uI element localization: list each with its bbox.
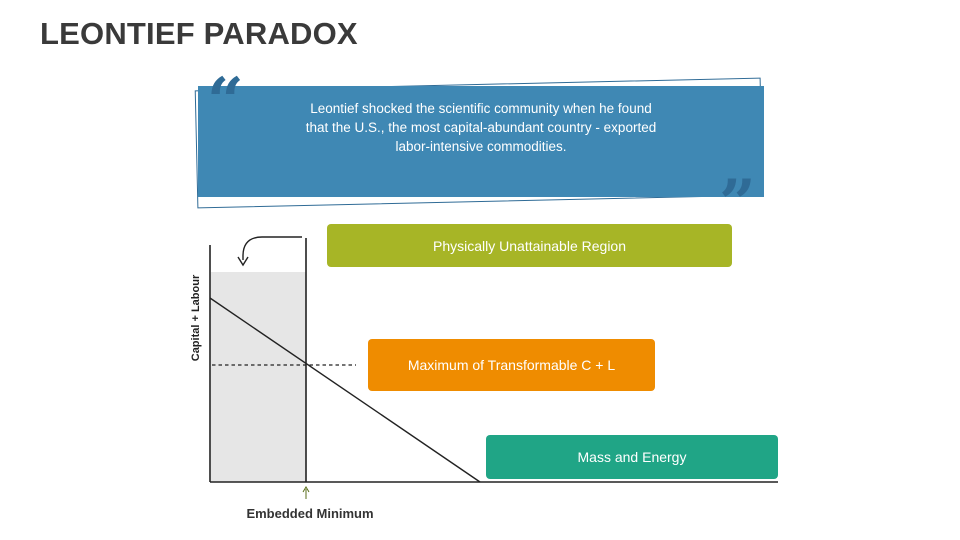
- unattainable-region-label: Physically Unattainable Region: [433, 237, 626, 254]
- quote-text: Leontief shocked the scientific communit…: [305, 101, 657, 154]
- unattainable-region: [211, 272, 306, 482]
- unattainable-region-box: Physically Unattainable Region: [327, 224, 732, 267]
- curved-arrow-icon: [242, 236, 302, 260]
- open-quote-icon: “: [207, 64, 244, 139]
- embedded-minimum-label: Embedded Minimum: [246, 506, 374, 521]
- mass-energy-label: Mass and Energy: [577, 449, 687, 465]
- quote-box: Leontief shocked the scientific communit…: [198, 86, 764, 197]
- maximum-transformable-label: Maximum of Transformable C + L: [407, 357, 616, 373]
- maximum-transformable-box: Maximum of Transformable C + L: [368, 339, 655, 391]
- page-title: LEONTIEF PARADOX: [40, 16, 358, 51]
- curved-arrow-head: [237, 256, 249, 267]
- embedded-minimum-arrow-head: [302, 486, 310, 493]
- mass-energy-box: Mass and Energy: [486, 435, 778, 479]
- transformation-line: [209, 297, 481, 483]
